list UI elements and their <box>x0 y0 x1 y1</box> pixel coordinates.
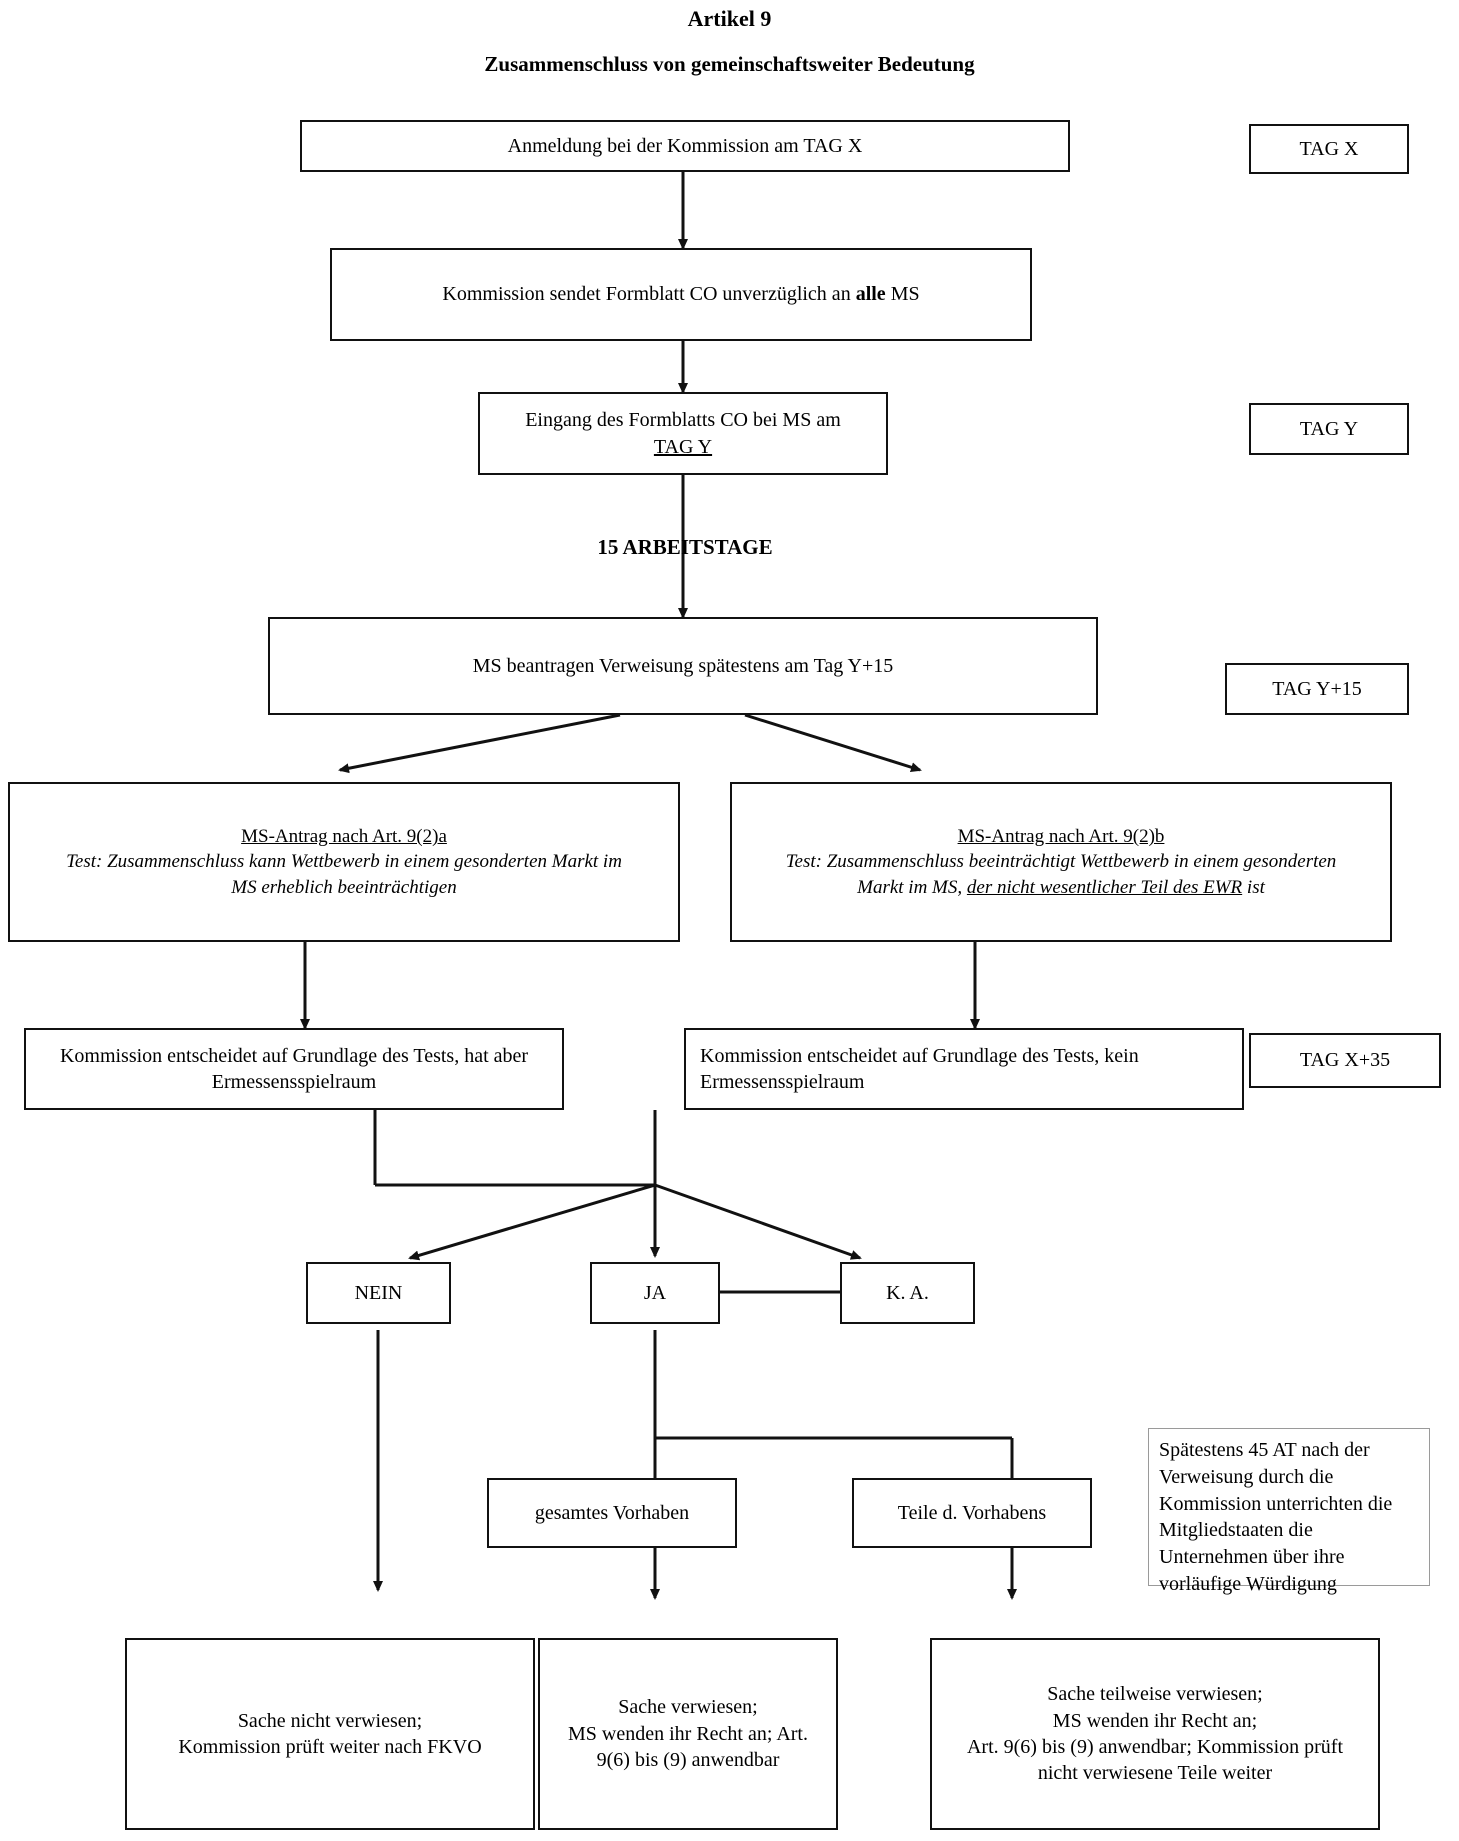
node-decision-without-discretion-label: Kommission entscheidet auf Grundlage des… <box>700 1043 1234 1096</box>
node-outcome-referred-label: Sache verwiesen; MS wenden ihr Recht an;… <box>548 1694 828 1773</box>
day-marker-tag-y15-label: TAG Y+15 <box>1272 677 1362 700</box>
node-ms-referral-request-label: MS beantragen Verweisung spätestens am T… <box>472 654 894 677</box>
node-answer-ka[interactable]: K. A. <box>840 1262 975 1324</box>
note-line-6: vorläufige Würdigung <box>1159 1572 1337 1595</box>
note-line-2: Verweisung durch die <box>1159 1465 1334 1488</box>
outcome-referred-line-1: Sache verwiesen; <box>618 1696 758 1719</box>
note-line-4: Mitgliedstaaten die <box>1159 1519 1313 1542</box>
node-art-9-2-a-label: MS-Antrag nach Art. 9(2)a Test: Zusammen… <box>18 824 670 899</box>
decision-nodiscretion-line-1: Kommission entscheidet auf Grundlage des… <box>700 1044 1139 1067</box>
node-notification-label: Anmeldung bei der Kommission am TAG X <box>507 134 863 157</box>
node-answer-nein[interactable]: NEIN <box>306 1262 451 1324</box>
art-9-2-a-heading: MS-Antrag nach Art. 9(2)a <box>241 826 447 848</box>
node-answer-nein-label: NEIN <box>354 1281 403 1304</box>
node-partial-case-label: Teile d. Vorhabens <box>897 1501 1047 1524</box>
art-9-2-b-line-2-pre: Markt im MS, <box>857 876 967 898</box>
node-send-form-label: Kommission sendet Formblatt CO unverzügl… <box>340 281 1022 307</box>
outcome-referred-line-3: 9(6) bis (9) anwendbar <box>596 1749 780 1772</box>
decision-discretion-line-1: Kommission entscheidet auf Grundlage des… <box>59 1044 529 1067</box>
node-art-9-2-b-label: MS-Antrag nach Art. 9(2)b Test: Zusammen… <box>740 824 1382 899</box>
art-9-2-a-line-2: MS erheblich beeinträchtigen <box>231 876 457 898</box>
node-whole-case[interactable]: gesamtes Vorhaben <box>487 1478 737 1548</box>
note-line-5: Unternehmen über ihre <box>1159 1546 1345 1569</box>
node-decision-with-discretion-label: Kommission entscheidet auf Grundlage des… <box>34 1043 554 1096</box>
outcome-partial-line-2: MS wenden ihr Recht an; <box>1052 1709 1258 1732</box>
node-send-form[interactable]: Kommission sendet Formblatt CO unverzügl… <box>330 248 1032 341</box>
note-line-3: Kommission unterrichten die <box>1159 1492 1393 1515</box>
decision-discretion-line-2: Ermessensspielraum <box>211 1071 377 1093</box>
node-form-receipt[interactable]: Eingang des Formblatts CO bei MS am TAG … <box>478 392 888 475</box>
node-outcome-partially-referred[interactable]: Sache teilweise verwiesen; MS wenden ihr… <box>930 1638 1380 1830</box>
node-decision-with-discretion[interactable]: Kommission entscheidet auf Grundlage des… <box>24 1028 564 1110</box>
node-answer-ja[interactable]: JA <box>590 1262 720 1324</box>
outcome-not-referred-line-1: Sache nicht verwiesen; <box>237 1709 423 1732</box>
node-art-9-2-b[interactable]: MS-Antrag nach Art. 9(2)b Test: Zusammen… <box>730 782 1392 942</box>
node-art-9-2-a[interactable]: MS-Antrag nach Art. 9(2)a Test: Zusammen… <box>8 782 680 942</box>
node-notification[interactable]: Anmeldung bei der Kommission am TAG X <box>300 120 1070 172</box>
day-marker-tag-x[interactable]: TAG X <box>1249 124 1409 174</box>
page-subtitle: Zusammenschluss von gemeinschaftsweiter … <box>484 52 975 76</box>
node-outcome-partially-referred-label: Sache teilweise verwiesen; MS wenden ihr… <box>940 1681 1370 1787</box>
outcome-partial-line-3: Art. 9(6) bis (9) anwendbar; Kommission … <box>966 1736 1344 1758</box>
form-receipt-line-1: Eingang des Formblatts CO bei MS am <box>525 409 841 432</box>
art-9-2-b-line-2-post: ist <box>1242 876 1265 898</box>
day-marker-tag-y[interactable]: TAG Y <box>1249 403 1409 455</box>
interval-label-15-working-days: 15 ARBEITSTAGE <box>597 535 773 559</box>
node-answer-ja-label: JA <box>643 1281 667 1304</box>
art-9-2-a-line-1: Test: Zusammenschluss kann Wettbewerb in… <box>66 851 622 873</box>
art-9-2-b-line-2-underlined: der nicht wesentlicher Teil des EWR <box>966 876 1243 898</box>
decision-nodiscretion-line-2: Ermessensspielraum <box>700 1071 865 1093</box>
outcome-not-referred-line-2: Kommission prüft weiter nach FKVO <box>178 1736 482 1758</box>
art-9-2-b-line-1: Test: Zusammenschluss beeinträchtigt Wet… <box>785 851 1337 873</box>
outcome-partial-line-1: Sache teilweise verwiesen; <box>1047 1683 1263 1706</box>
send-form-pre: Kommission sendet Formblatt CO unverzügl… <box>442 283 856 306</box>
day-marker-tag-y15[interactable]: TAG Y+15 <box>1225 663 1409 715</box>
send-form-post: MS <box>885 283 920 306</box>
art-9-2-b-line-2: Markt im MS, der nicht wesentlicher Teil… <box>857 877 1265 898</box>
node-outcome-not-referred-label: Sache nicht verwiesen; Kommission prüft … <box>135 1708 525 1761</box>
node-answer-ka-label: K. A. <box>886 1281 929 1304</box>
node-whole-case-label: gesamtes Vorhaben <box>534 1501 690 1524</box>
outcome-partial-line-4: nicht verwiesene Teile weiter <box>1037 1762 1273 1785</box>
art-9-2-b-heading: MS-Antrag nach Art. 9(2)b <box>957 826 1165 848</box>
send-form-emphasis: alle <box>855 283 886 306</box>
node-partial-case[interactable]: Teile d. Vorhabens <box>852 1478 1092 1548</box>
node-decision-without-discretion[interactable]: Kommission entscheidet auf Grundlage des… <box>684 1028 1244 1110</box>
day-marker-tag-x35-label: TAG X+35 <box>1299 1049 1391 1072</box>
day-marker-tag-x-label: TAG X <box>1299 137 1359 160</box>
node-ms-referral-request[interactable]: MS beantragen Verweisung spätestens am T… <box>268 617 1098 715</box>
outcome-referred-line-2: MS wenden ihr Recht an; Art. <box>568 1722 808 1745</box>
node-outcome-not-referred[interactable]: Sache nicht verwiesen; Kommission prüft … <box>125 1638 535 1830</box>
form-receipt-day: TAG Y <box>653 435 713 458</box>
note-45-working-days: Spätestens 45 AT nach der Verweisung dur… <box>1148 1428 1430 1595</box>
day-marker-tag-x35[interactable]: TAG X+35 <box>1249 1033 1441 1088</box>
day-marker-tag-y-label: TAG Y <box>1299 417 1359 440</box>
node-outcome-referred[interactable]: Sache verwiesen; MS wenden ihr Recht an;… <box>538 1638 838 1830</box>
page-title: Artikel 9 <box>687 6 772 31</box>
node-form-receipt-label: Eingang des Formblatts CO bei MS am TAG … <box>488 407 878 460</box>
note-line-1: Spätestens 45 AT nach der <box>1159 1439 1370 1461</box>
